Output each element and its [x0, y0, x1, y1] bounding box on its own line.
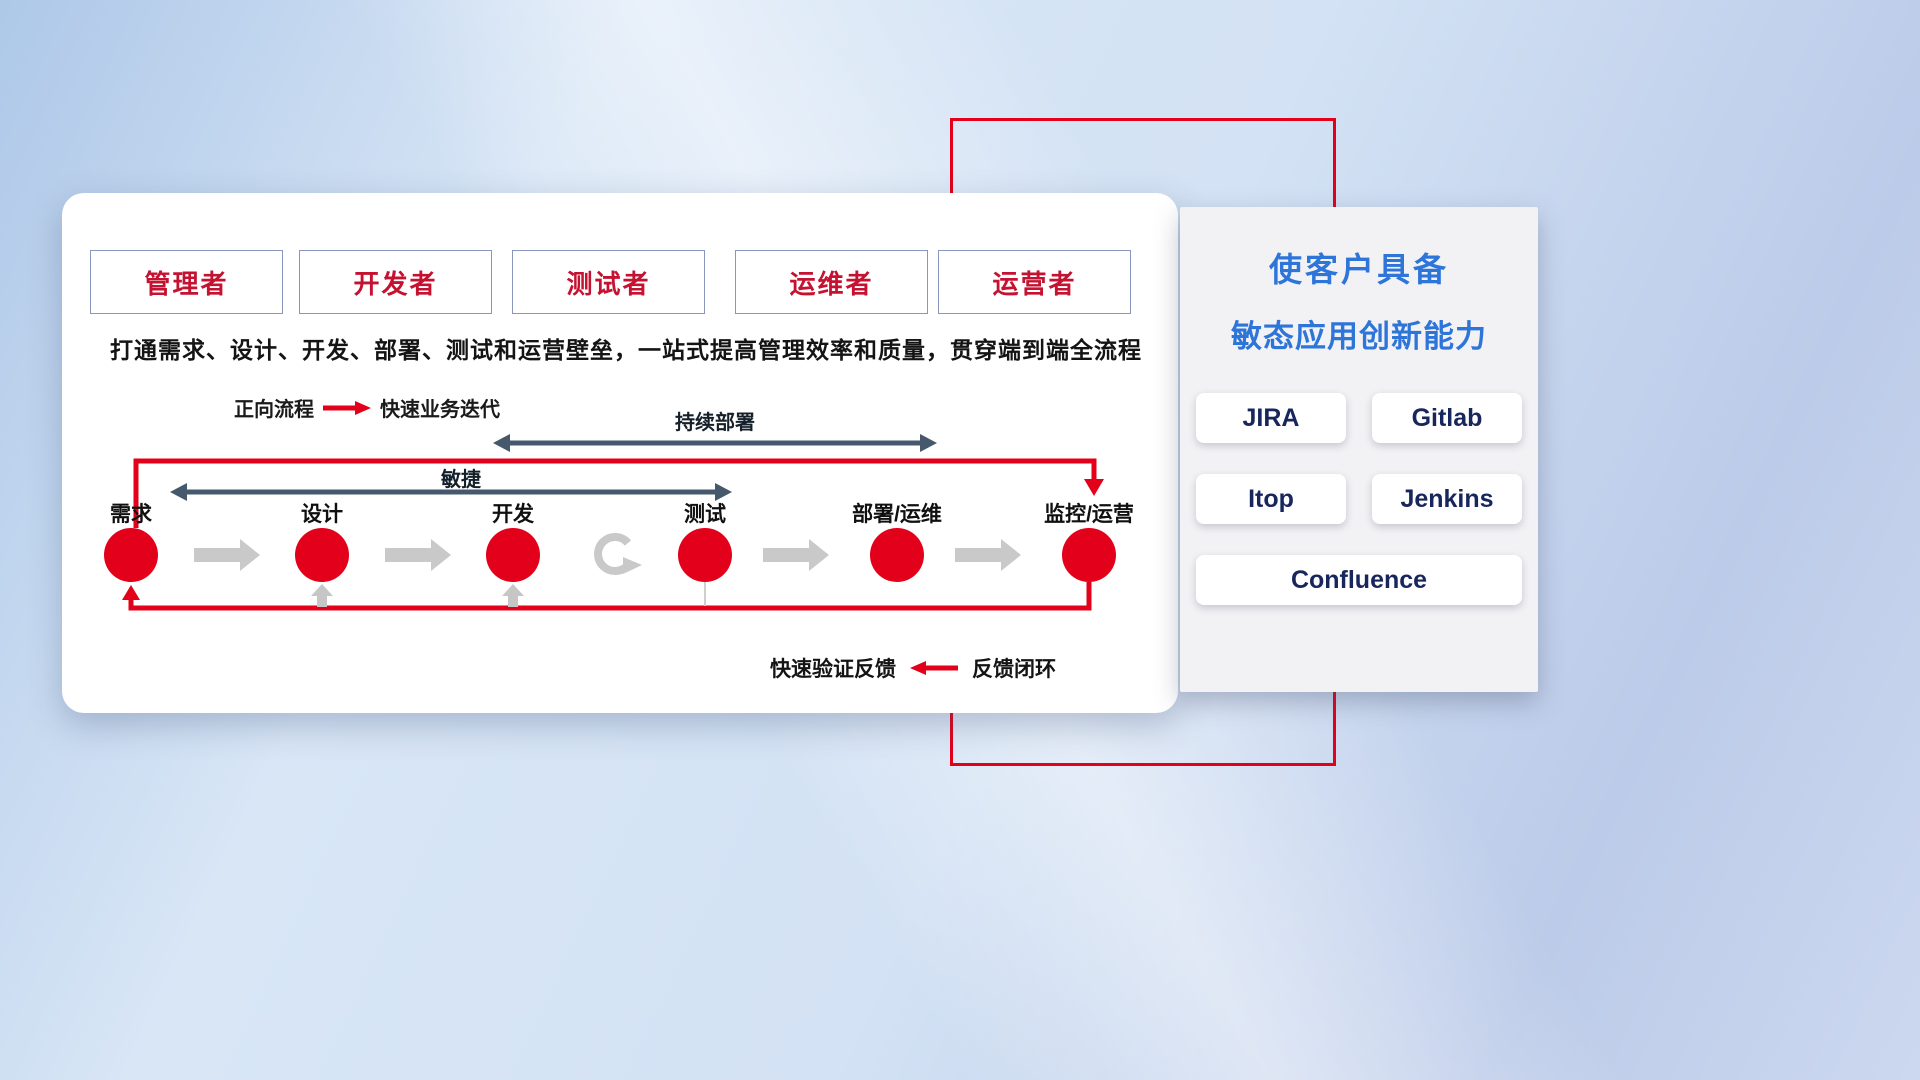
- agile-label: 敏捷: [441, 469, 481, 491]
- continuous-deploy-arrowhead-right: [920, 434, 937, 452]
- tool-chip-itop: Itop: [1196, 474, 1346, 524]
- role-box-manager: 管理者: [90, 250, 283, 314]
- role-label: 测试者: [566, 268, 651, 299]
- stage-label-deploy-ops: 部署/运维: [852, 503, 942, 526]
- stage-node-deploy-ops: [870, 528, 924, 582]
- stage-node-requirement: [104, 528, 158, 582]
- panel-title-line2: 敏态应用创新能力: [1231, 319, 1487, 354]
- role-box-developer: 开发者: [299, 250, 492, 314]
- feedback-up-arrow-icon: [502, 584, 524, 607]
- red-arrow-left-icon: [910, 661, 958, 675]
- cycle-loop-icon: [594, 533, 632, 575]
- devops-flow-card: 管理者 开发者 测试者 运维者 运营者 打通需求、设计、开发、部署、测试和运营壁…: [62, 193, 1178, 713]
- tool-chip-jenkins: Jenkins: [1372, 474, 1522, 524]
- headline-text: 打通需求、设计、开发、部署、测试和运营壁垒，一站式提高管理效率和质量，贯穿端到端…: [110, 337, 1142, 363]
- forward-legend-text: 快速业务迭代: [380, 399, 500, 421]
- red-forward-loop-arrowhead: [1084, 479, 1104, 496]
- cycle-loop-arrowhead: [623, 557, 642, 574]
- tool-chip-gitlab: Gitlab: [1372, 393, 1522, 443]
- panel-title-line1: 使客户具备: [1269, 251, 1449, 288]
- feedback-legend-label: 反馈闭环: [972, 658, 1056, 681]
- stage-node-monitor: [1062, 528, 1116, 582]
- red-forward-loop-line: [133, 458, 1097, 528]
- step-arrow-icon: [194, 539, 260, 571]
- tool-chip-jira: JIRA: [1196, 393, 1346, 443]
- role-box-tester: 测试者: [512, 250, 705, 314]
- step-arrow-icon: [385, 539, 451, 571]
- capability-panel: 使客户具备 敏态应用创新能力 JIRA Gitlab Itop Jenkins …: [1180, 207, 1538, 692]
- role-label: 管理者: [144, 268, 229, 299]
- role-label: 开发者: [353, 268, 438, 299]
- red-feedback-loop-line: [128, 582, 1092, 611]
- stage-label-test: 测试: [684, 503, 726, 526]
- stage-label-monitor: 监控/运营: [1044, 503, 1134, 526]
- red-feedback-loop-arrowhead: [122, 585, 140, 600]
- stage-label-design: 设计: [301, 503, 343, 526]
- role-label: 运维者: [789, 268, 874, 299]
- red-arrow-right-icon: [323, 400, 371, 415]
- feedback-legend: 快速验证反馈 反馈闭环: [770, 653, 1056, 683]
- stage-node-develop: [486, 528, 540, 582]
- stage-label-develop: 开发: [492, 503, 534, 526]
- continuous-deploy-label: 持续部署: [675, 412, 755, 434]
- flow-diagram-graphic: [104, 434, 1116, 611]
- tool-chip-confluence: Confluence: [1196, 555, 1522, 605]
- forward-flow-legend: 正向流程 快速业务迭代: [234, 393, 500, 422]
- agile-arrowhead-left: [170, 483, 187, 501]
- stage-label-requirement: 需求: [110, 503, 152, 526]
- step-arrow-icon: [763, 539, 829, 571]
- stage-node-design: [295, 528, 349, 582]
- tool-chip-grid: JIRA Gitlab Itop Jenkins Confluence: [1196, 393, 1522, 605]
- role-box-ops: 运维者: [735, 250, 928, 314]
- step-arrow-icon: [955, 539, 1021, 571]
- forward-legend-label: 正向流程: [234, 399, 314, 421]
- role-label: 运营者: [992, 268, 1077, 299]
- agile-arrowhead-right: [715, 483, 732, 501]
- continuous-deploy-arrowhead-left: [493, 434, 510, 452]
- feedback-up-arrow-icon: [311, 584, 333, 607]
- stage-node-test: [678, 528, 732, 582]
- feedback-legend-text: 快速验证反馈: [770, 658, 896, 681]
- role-box-operator: 运营者: [938, 250, 1131, 314]
